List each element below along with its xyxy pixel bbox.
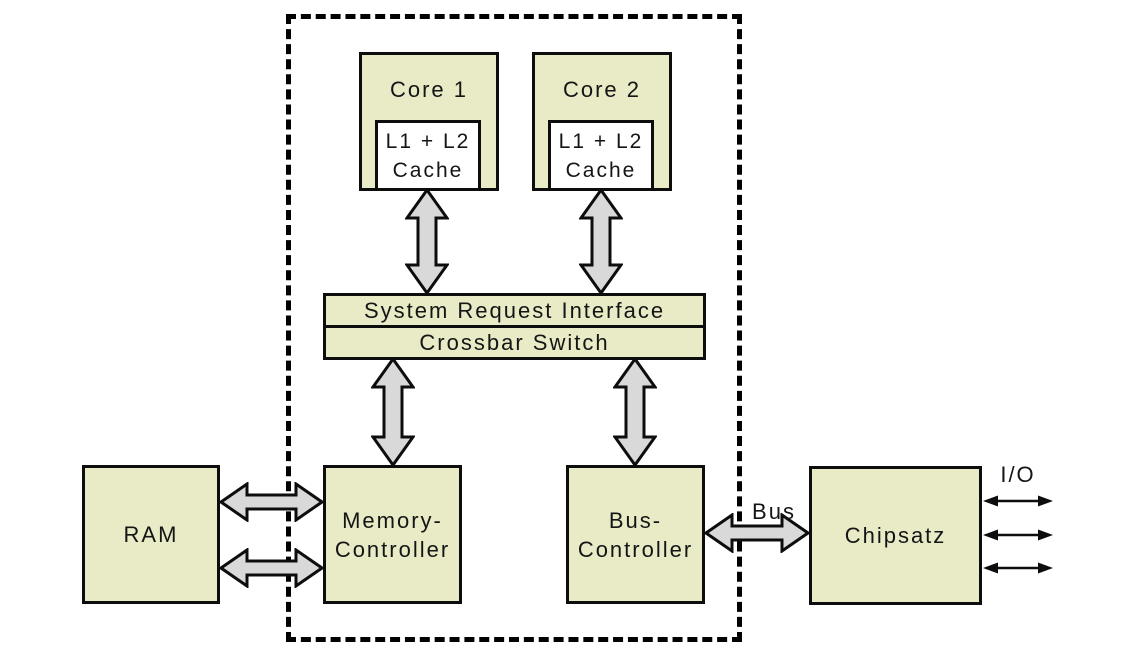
memory-controller-line2: Controller bbox=[334, 536, 451, 562]
interconnect-bars: System Request Interface Crossbar Switch bbox=[323, 293, 706, 360]
system-request-interface-bar: System Request Interface bbox=[326, 296, 703, 328]
core2-cache-line1: L1 + L2 bbox=[558, 129, 644, 153]
bus-controller-label: Bus- Controller bbox=[569, 468, 702, 601]
io-arrow-1 bbox=[983, 495, 1053, 507]
core2-label: Core 2 bbox=[562, 77, 642, 102]
bus-controller-line1: Bus- bbox=[608, 507, 663, 533]
chipset-box: Chipsatz bbox=[809, 466, 982, 605]
io-label: I/O bbox=[1000, 462, 1036, 487]
crossbar-bus-arrow bbox=[613, 357, 657, 467]
memory-controller-line1: Memory- bbox=[342, 507, 443, 533]
core1-cache-box: L1 + L2 Cache bbox=[375, 120, 481, 191]
system-request-interface-label: System Request Interface bbox=[363, 297, 666, 323]
bus-controller-line2: Controller bbox=[577, 536, 694, 562]
core1-sri-arrow bbox=[405, 188, 449, 295]
ram-label: RAM bbox=[123, 522, 179, 547]
bus-controller-box: Bus- Controller bbox=[566, 465, 705, 604]
cpu-package-boundary bbox=[286, 14, 742, 642]
io-arrow-2 bbox=[983, 529, 1053, 541]
memory-controller-box: Memory- Controller bbox=[323, 465, 462, 604]
crossbar-switch-label: Crossbar Switch bbox=[419, 329, 610, 355]
core1-cache-line1: L1 + L2 bbox=[385, 129, 471, 153]
ram-memory-arrow-lower bbox=[219, 548, 324, 588]
core2-cache-line2: Cache bbox=[565, 158, 637, 182]
io-arrow-3 bbox=[983, 562, 1053, 574]
crossbar-memory-arrow bbox=[371, 357, 415, 467]
core1-label: Core 1 bbox=[389, 77, 469, 102]
core2-cache-box: L1 + L2 Cache bbox=[548, 120, 654, 191]
core1-box: Core 1 L1 + L2 Cache bbox=[359, 52, 499, 191]
crossbar-switch-bar: Crossbar Switch bbox=[326, 328, 703, 357]
memory-controller-label: Memory- Controller bbox=[326, 468, 459, 601]
ram-box: RAM bbox=[82, 465, 220, 604]
ram-memory-arrow-upper bbox=[219, 482, 324, 522]
chipset-label: Chipsatz bbox=[844, 523, 947, 548]
bus-arrow-label: Bus bbox=[752, 499, 796, 524]
core1-cache-line2: Cache bbox=[392, 158, 464, 182]
bus-chipset-arrow bbox=[704, 513, 810, 553]
core2-sri-arrow bbox=[579, 188, 623, 295]
core2-box: Core 2 L1 + L2 Cache bbox=[532, 52, 672, 191]
